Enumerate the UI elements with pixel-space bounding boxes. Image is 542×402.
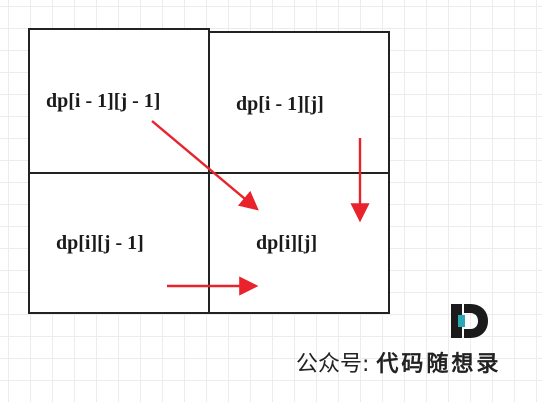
cell-label-dp-i-1-j-1: dp[i - 1][j - 1]: [46, 90, 161, 112]
cell-bottom-left: dp[i][j - 1]: [28, 172, 210, 314]
watermark-prefix: 公众号:: [296, 352, 370, 377]
watermark-text: 公众号: 代码随想录: [296, 346, 501, 378]
watermark-name: 代码随想录: [376, 351, 502, 377]
cell-label-dp-i-j-1: dp[i][j - 1]: [56, 232, 144, 254]
cell-label-dp-i-1-j: dp[i - 1][j]: [236, 93, 324, 115]
diagonal-arrow: [151, 120, 259, 211]
brand-logo-icon: [451, 304, 488, 338]
cell-label-dp-i-j: dp[i][j]: [256, 232, 318, 254]
cell-top-left: dp[i - 1][j - 1]: [28, 28, 210, 174]
